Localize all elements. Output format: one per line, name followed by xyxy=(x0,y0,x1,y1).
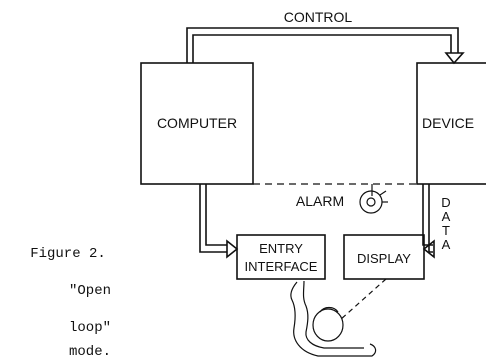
entry-interface-label-line2: INTERFACE xyxy=(245,259,318,274)
display-label: DISPLAY xyxy=(357,251,411,266)
figure-caption-line4: mode. xyxy=(69,344,111,360)
computer-label: COMPUTER xyxy=(157,115,237,131)
data-label-a2: A xyxy=(442,237,451,252)
data-label-a1: A xyxy=(442,209,451,224)
alarm-bell-icon xyxy=(360,191,388,213)
operator-icon xyxy=(291,281,376,356)
data-label-d: D xyxy=(441,195,450,210)
sight-line xyxy=(340,279,386,320)
device-label: DEVICE xyxy=(422,115,474,131)
figure-caption-line2: "Open xyxy=(69,283,111,299)
alarm-label: ALARM xyxy=(296,193,344,209)
control-arrow xyxy=(187,28,463,63)
data-label-t: T xyxy=(442,223,450,238)
figure-caption-line1: Figure 2. xyxy=(30,246,106,262)
computer-to-entry-arrow xyxy=(200,184,237,257)
entry-interface-label-line1: ENTRY xyxy=(259,241,303,256)
figure-caption-line3: loop" xyxy=(69,320,111,336)
control-label: CONTROL xyxy=(284,9,353,25)
